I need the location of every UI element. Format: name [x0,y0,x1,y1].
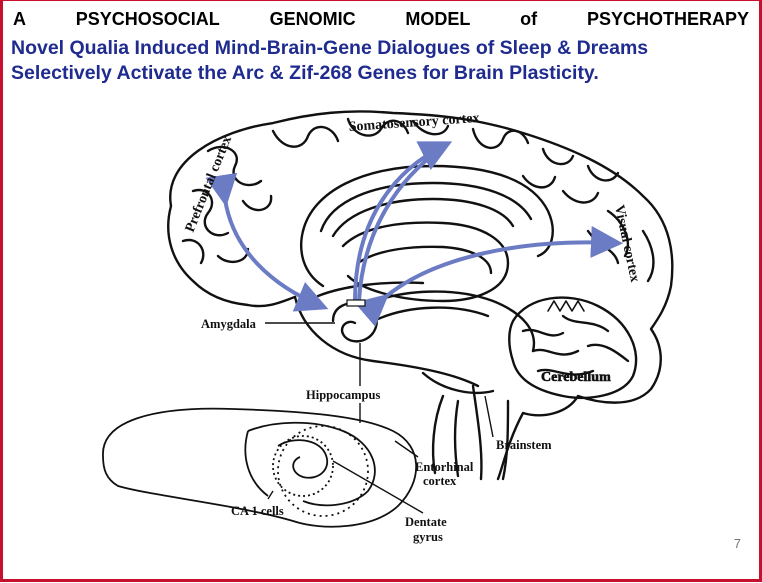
label-entorhinal-2: cortex [423,474,457,488]
label-somatosensory-cortex: Somatosensory cortex [348,111,480,135]
label-dentate-1: Dentate [405,515,447,529]
label-dentate-2: gyrus [413,530,443,544]
label-hippocampus: Hippocampus [306,388,380,402]
label-prefrontal-cortex: Prefrontal cortex [183,134,235,235]
label-entorhinal-1: Entorhinal [415,460,474,474]
page-number: 7 [734,536,741,551]
arrow-prefrontal-to-amygdala [225,199,321,306]
label-brainstem: Brainstem [496,438,552,452]
label-amygdala: Amygdala [201,317,257,331]
label-ca1-cells: CA 1 cells [231,504,284,518]
brain-diagram: Prefrontal cortex Somatosensory cortex V… [3,1,762,583]
leader-lines [265,323,493,513]
label-cerebellum: Cerebellum [541,370,611,385]
amygdala-marker [347,300,365,306]
arrow-hippocampus-to-visual [383,242,615,299]
